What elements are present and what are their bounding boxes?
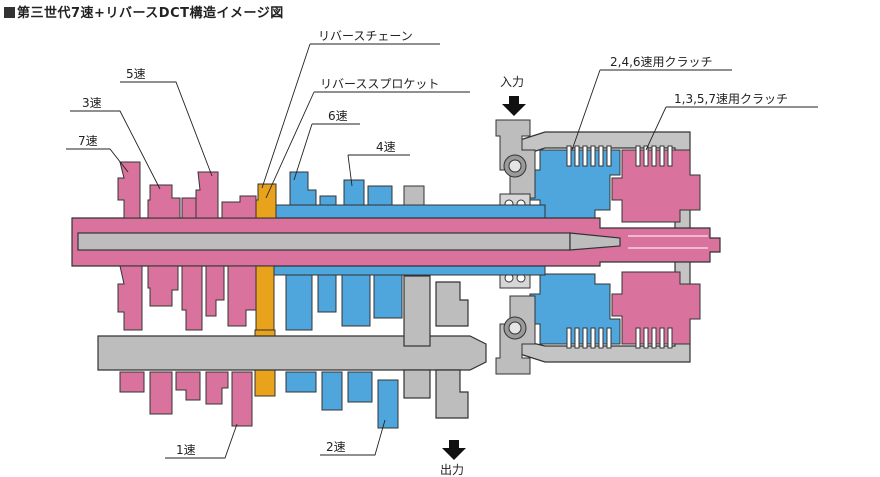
label-clutch-odd: 1,3,5,7速用クラッチ xyxy=(674,92,788,106)
label-gear-2: 2速 xyxy=(326,440,346,454)
label-clutch-even: 2,4,6速用クラッチ xyxy=(610,55,713,69)
even-gears-upper xyxy=(289,171,425,206)
label-gear-5: 5速 xyxy=(126,67,146,81)
diagram-title: 第三世代7速+リバースDCT構造イメージ図 xyxy=(4,2,284,21)
label-gear-7: 7速 xyxy=(78,134,98,148)
input-arrow-icon xyxy=(502,96,526,116)
clutch-even-plates xyxy=(566,145,612,349)
clutch-odd-plates xyxy=(635,145,673,349)
title-text: 第三世代7速+リバースDCT構造イメージ図 xyxy=(17,6,284,21)
input-gear xyxy=(495,119,536,375)
odd-gears-lower xyxy=(117,265,257,427)
leader-lines xyxy=(66,43,818,459)
output-arrow-icon xyxy=(442,440,466,460)
even-gears-lower xyxy=(285,274,403,429)
label-gear-1: 1速 xyxy=(176,443,196,457)
label-gear-4: 4速 xyxy=(376,140,396,154)
odd-gears-upper xyxy=(117,161,257,219)
labels: 5速 3速 7速 リバースチェーン リバーススプロケット 6速 4速 入力 出力… xyxy=(78,29,788,477)
label-input: 入力 xyxy=(500,75,524,89)
label-reverse-sprocket: リバーススプロケット xyxy=(320,77,439,91)
label-gear-6: 6速 xyxy=(328,109,348,123)
label-output: 出力 xyxy=(440,463,464,477)
odd-main-shaft xyxy=(71,217,721,267)
label-reverse-chain: リバースチェーン xyxy=(318,29,413,43)
title-square-icon xyxy=(4,7,15,18)
clutch-odd-pack xyxy=(611,149,701,345)
output-shaft xyxy=(97,275,487,419)
label-gear-3: 3速 xyxy=(82,96,102,110)
